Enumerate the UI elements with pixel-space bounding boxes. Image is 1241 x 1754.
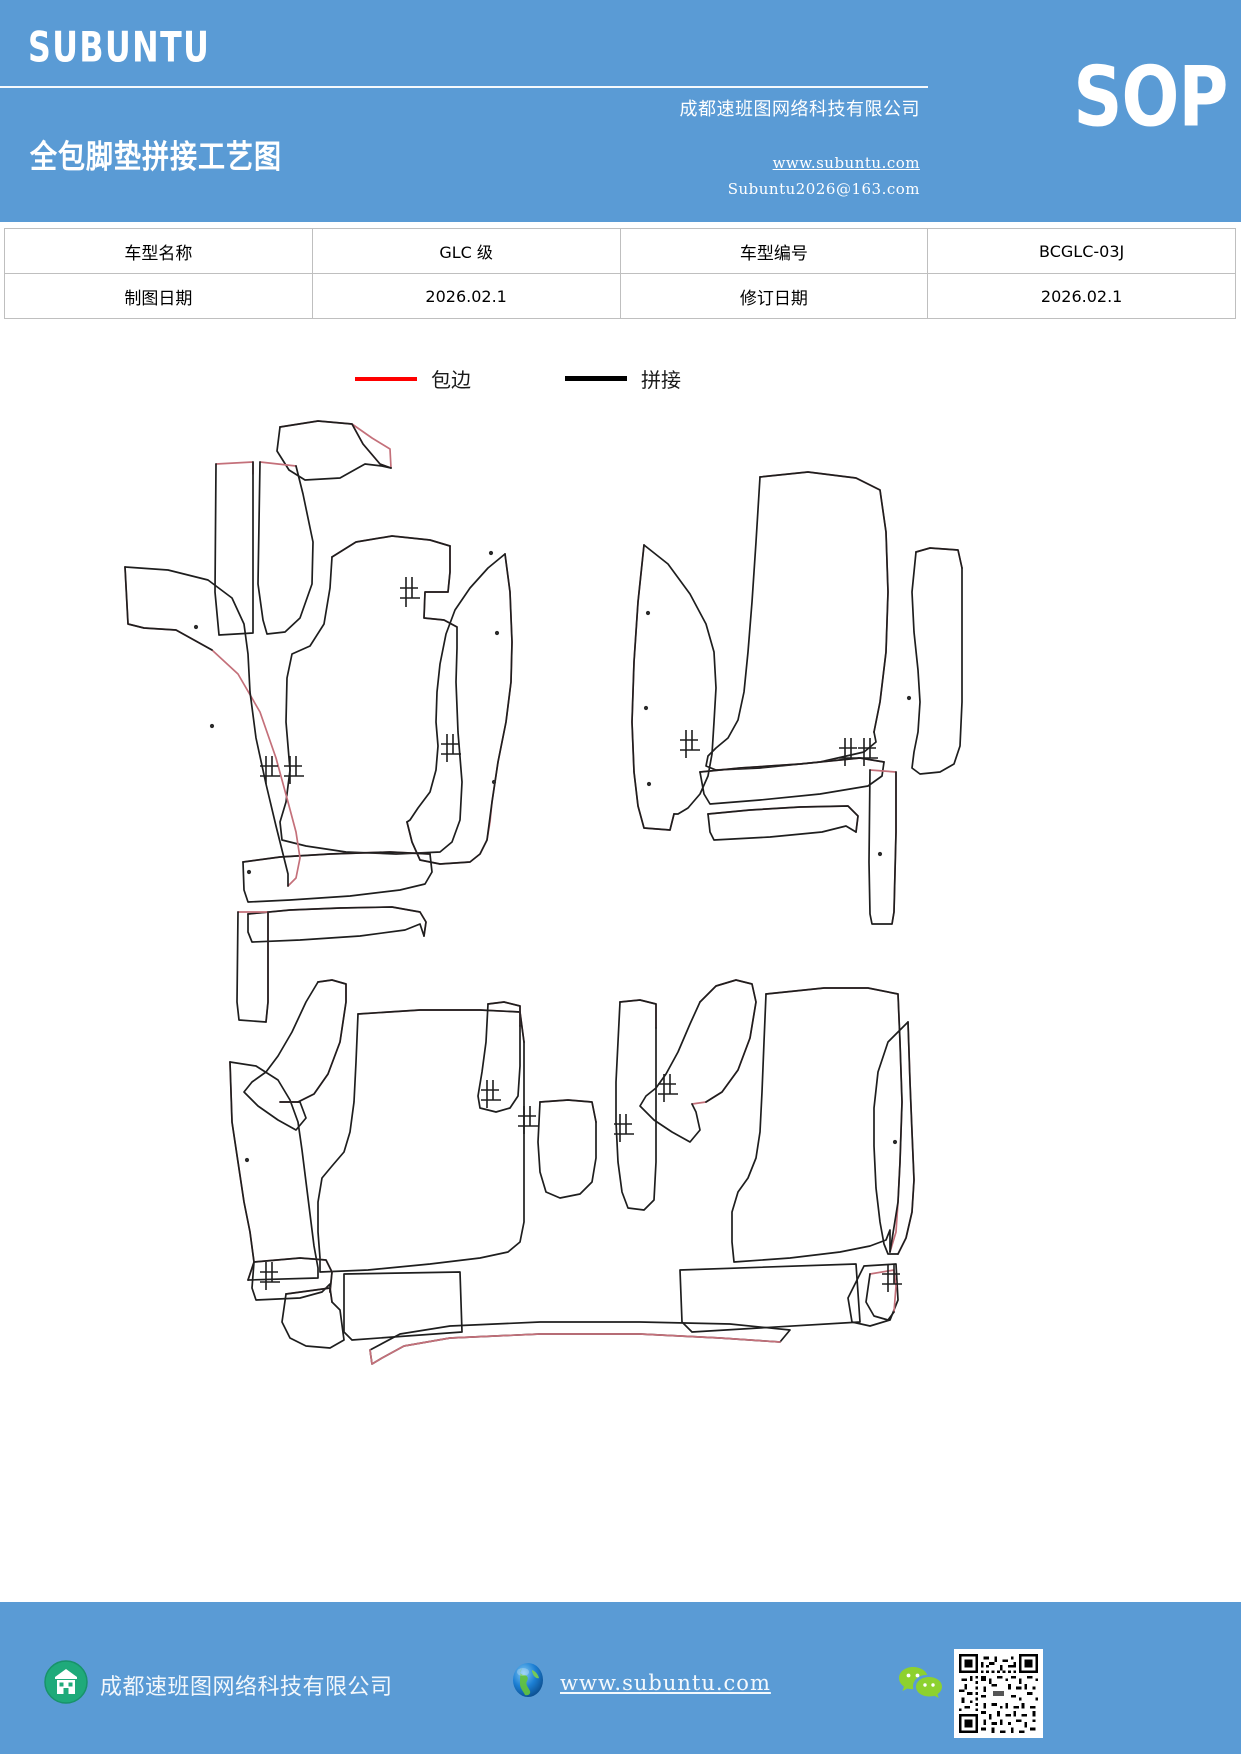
page-title: 全包脚垫拼接工艺图 (30, 139, 282, 176)
red-line-swatch-icon (355, 376, 417, 381)
document-footer: 成都速班图网络科技有限公司 www.subuntu.com (0, 1602, 1241, 1754)
legend-item-binding: 包边 (355, 364, 471, 393)
stop-marker (400, 577, 420, 607)
brand-logo: SUBUNTU (28, 22, 211, 72)
black-line-swatch-icon (565, 376, 627, 381)
legend-item-seam: 拼接 (565, 364, 681, 393)
pattern-drawing-area (0, 402, 1241, 1602)
stop-marker (284, 756, 304, 784)
vehicle-info-table: 车型名称 GLC 级 车型编号 BCGLC-03J 制图日期 2026.02.1… (4, 228, 1236, 319)
draw-date-label: 制图日期 (4, 273, 313, 319)
stop-marker (680, 730, 700, 758)
front-left-mat-group (124, 420, 513, 1023)
drawing-legend: 包边 拼接 (0, 358, 1241, 402)
stop-marker (260, 1262, 280, 1290)
stop-marker (882, 1264, 902, 1292)
model-code-label: 车型编号 (619, 228, 929, 274)
stop-marker (858, 738, 878, 766)
building-icon (44, 1660, 88, 1709)
footer-company-block: 成都速班图网络科技有限公司 (44, 1660, 393, 1709)
stop-marker (518, 1106, 538, 1134)
model-name-label: 车型名称 (4, 228, 313, 274)
stop-marker (481, 1080, 501, 1108)
stop-marker (614, 1114, 634, 1142)
model-code-value: BCGLC-03J (927, 228, 1236, 274)
footer-website-link[interactable]: www.subuntu.com (560, 1670, 771, 1695)
draw-date-value: 2026.02.1 (311, 273, 621, 319)
stop-marker (839, 738, 859, 766)
header-email: Subuntu2026@163.com (727, 180, 920, 198)
footer-url-block[interactable]: www.subuntu.com (508, 1660, 771, 1705)
revision-date-label: 修订日期 (619, 273, 929, 319)
legend-label-seam: 拼接 (641, 368, 681, 392)
rear-sill-strip (369, 1321, 791, 1365)
table-row: 制图日期 2026.02.1 修订日期 2026.02.1 (4, 273, 1236, 319)
header-website-link[interactable]: www.subuntu.com (772, 154, 920, 172)
header-company-name: 成都速班图网络科技有限公司 (679, 99, 920, 120)
revision-date-value: 2026.02.1 (927, 273, 1236, 319)
stop-marker (441, 734, 461, 762)
legend-label-binding: 包边 (431, 368, 471, 392)
stop-marker (260, 756, 280, 784)
front-right-mat-group (631, 471, 963, 925)
footer-company-name: 成都速班图网络科技有限公司 (100, 1674, 393, 1700)
table-row: 车型名称 GLC 级 车型编号 BCGLC-03J (4, 228, 1236, 274)
sop-badge: SOP (1072, 49, 1228, 146)
document-header: SUBUNTU 全包脚垫拼接工艺图 SOP 成都速班图网络科技有限公司 www.… (0, 0, 1241, 222)
wechat-icon (898, 1664, 944, 1709)
model-name-value: GLC 级 (311, 228, 621, 274)
stop-marker (658, 1074, 678, 1102)
globe-icon (508, 1660, 548, 1705)
header-divider (0, 86, 928, 88)
qr-code (954, 1649, 1043, 1738)
rear-mat-group (229, 979, 915, 1349)
pattern-drawing-svg (124, 420, 963, 1365)
